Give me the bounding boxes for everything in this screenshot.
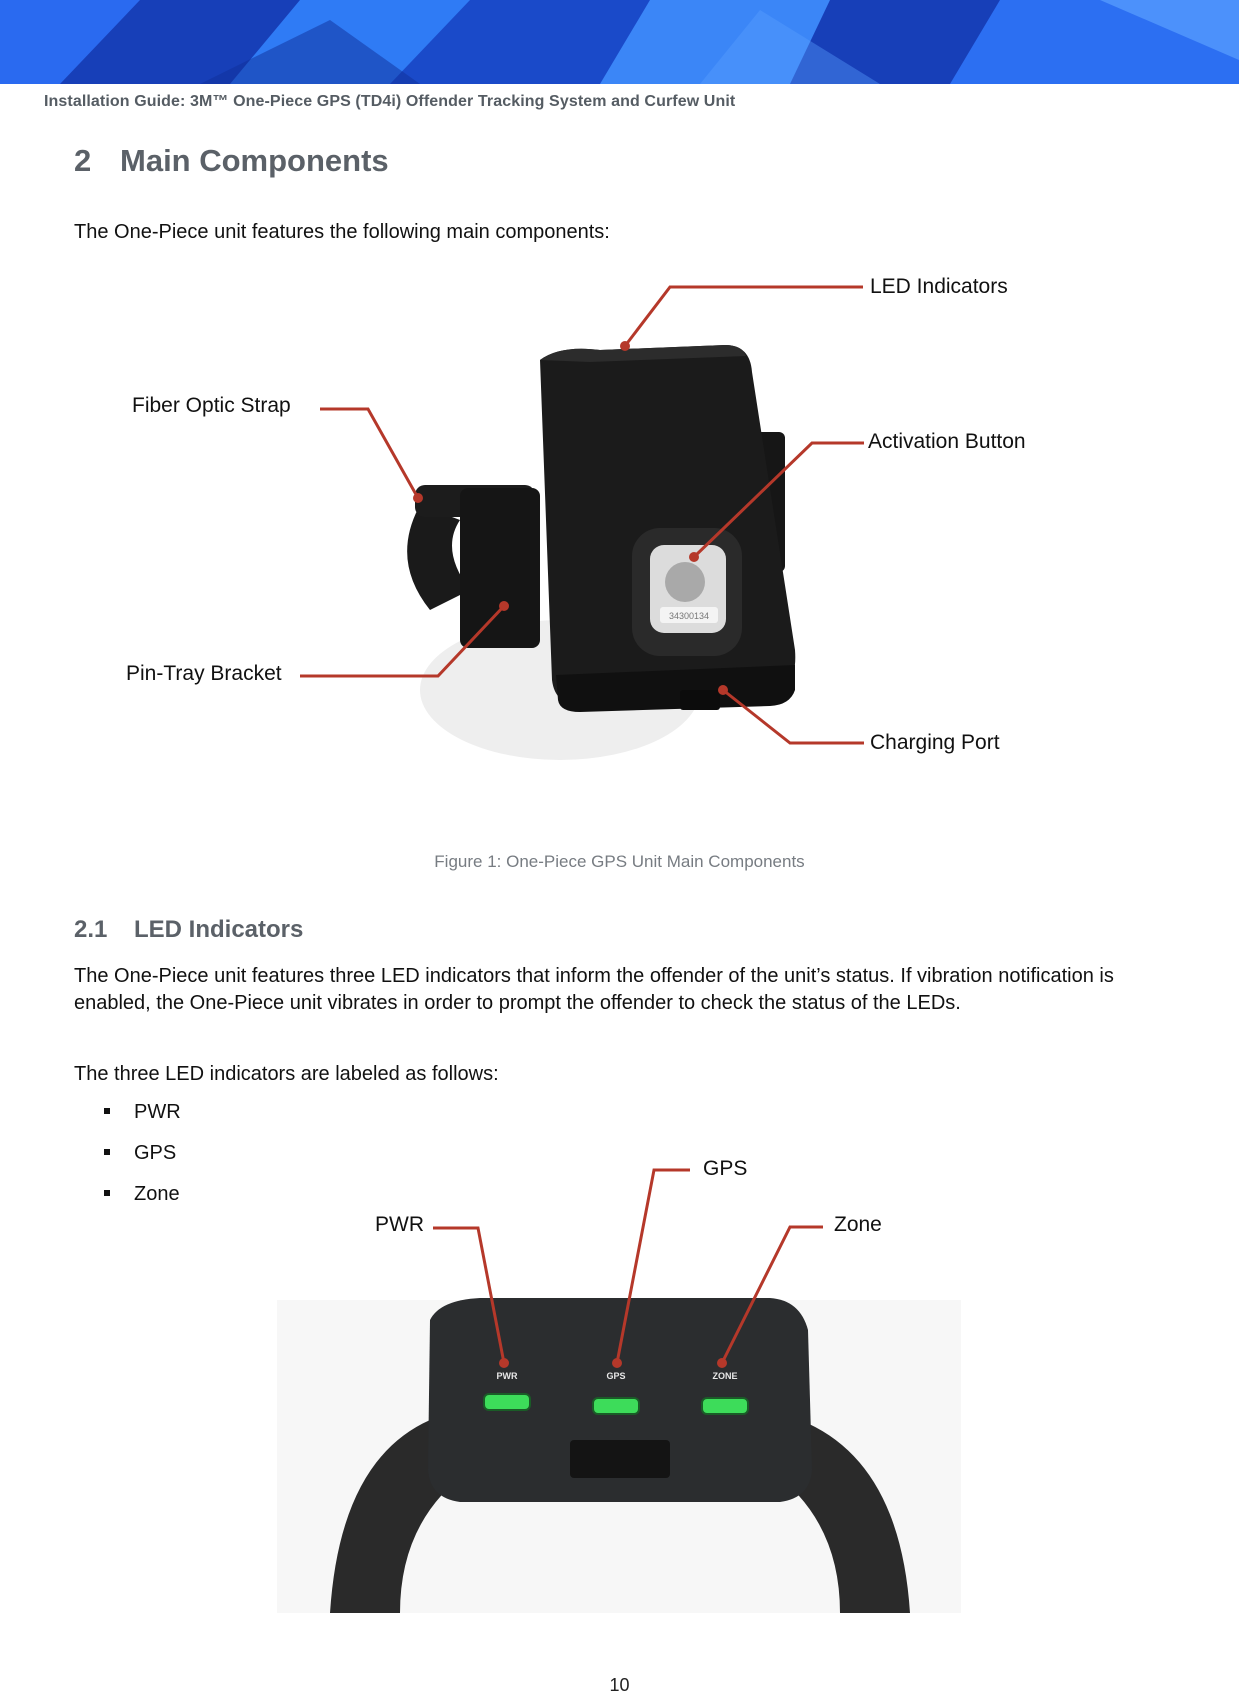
callout-line-strap [320, 407, 420, 499]
subsection-heading: 2.1 LED Indicators [74, 916, 303, 944]
callout-dot-charging [718, 685, 728, 695]
callout-line-pwr [433, 1226, 506, 1364]
led-bullet-list: PWR GPS Zone [104, 1097, 181, 1220]
callout-line-bracket [300, 604, 506, 678]
page-number: 10 [609, 1675, 630, 1695]
callout-activation-button: Activation Button [868, 430, 1026, 453]
section-heading: 2 Main Components [74, 143, 389, 179]
callout-pwr: PWR [375, 1213, 424, 1236]
callout-charging-port: Charging Port [870, 731, 1000, 754]
led-description-paragraph: The One-Piece unit features three LED in… [74, 965, 1114, 1014]
callout-dot-strap [413, 493, 423, 503]
bullet-item: GPS [104, 1138, 181, 1179]
callout-line-gps [615, 1168, 690, 1364]
callout-fiber-optic-strap: Fiber Optic Strap [132, 394, 291, 417]
led-zone [701, 1397, 749, 1415]
bullet-square-icon [104, 1148, 110, 1155]
callout-line-led [623, 285, 863, 347]
callout-dot-gps [612, 1358, 622, 1368]
callout-dot-zone [717, 1358, 727, 1368]
device-top [540, 345, 746, 362]
bullet-square-icon [104, 1189, 110, 1196]
strap-shape [407, 505, 470, 610]
charging-port-shape [680, 690, 720, 710]
callout-gps: GPS [703, 1157, 748, 1180]
led-gps [592, 1397, 640, 1415]
callout-dot-bracket [499, 601, 509, 611]
callout-line-zone [720, 1225, 823, 1364]
bullet-item: Zone [104, 1179, 181, 1220]
subsection-title: LED Indicators [134, 916, 304, 943]
section-title: Main Components [120, 143, 389, 178]
led-labels-intro: The three LED indicators are labeled as … [74, 1063, 499, 1085]
bullet-text: PWR [134, 1101, 181, 1123]
serial-plate [660, 607, 718, 623]
led-label-zone: ZONE [712, 1371, 737, 1381]
serial-text: 34300134 [669, 611, 709, 621]
running-header: Installation Guide: 3M™ One-Piece GPS (T… [44, 93, 736, 110]
callout-dot-led [620, 341, 630, 351]
led-label-pwr: PWR [497, 1371, 518, 1381]
callout-dot-pwr [499, 1358, 509, 1368]
led-label-gps: GPS [606, 1371, 625, 1381]
callout-line-charging [722, 688, 864, 745]
bullet-item: PWR [104, 1097, 181, 1138]
header-banner [0, 0, 1239, 84]
section-number: 2 [74, 143, 92, 178]
bullet-text: Zone [134, 1183, 180, 1205]
callout-line-activation [692, 441, 864, 559]
bullet-text: GPS [134, 1142, 177, 1164]
figure-1-caption: Figure 1: One-Piece GPS Unit Main Compon… [434, 852, 805, 871]
bullet-square-icon [104, 1107, 110, 1114]
intro-text: The One-Piece unit features the followin… [74, 221, 610, 243]
led-pwr [483, 1393, 531, 1411]
callout-pin-tray-bracket: Pin-Tray Bracket [126, 662, 282, 685]
callout-zone: Zone [834, 1213, 882, 1236]
bracket-shape [460, 488, 540, 648]
button-circle [665, 562, 705, 602]
callout-led-indicators: LED Indicators [870, 275, 1008, 298]
figure-2-window [570, 1440, 670, 1478]
subsection-number: 2.1 [74, 916, 108, 943]
callout-dot-activation [689, 552, 699, 562]
